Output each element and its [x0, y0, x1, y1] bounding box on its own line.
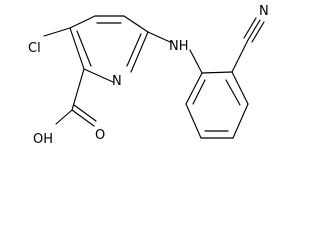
bond-b1-b2 — [201, 71, 233, 74]
structure-diagram: Cl N OH O NH — [28, 4, 269, 147]
bond-c2-c3 — [69, 27, 85, 70]
bond-b2-b3-double — [225, 79, 241, 106]
carboxylic-acid-group: OH O — [33, 68, 105, 147]
bond-b2-b3 — [231, 71, 249, 105]
amine-label: NH — [169, 39, 189, 54]
bond-c-oh — [55, 109, 73, 125]
bond-c-n-triple-2 — [243, 17, 257, 39]
bond-c5-c6 — [123, 15, 149, 33]
pyridine-ring — [69, 15, 149, 83]
bond-nh-phenyl — [189, 49, 203, 74]
bond-c2-c3-double — [76, 30, 92, 67]
bond-b6-b1-double — [192, 79, 206, 105]
bond-c6-n1-double — [126, 33, 142, 67]
bond-b2-cn — [231, 39, 249, 73]
nitrile-group: N — [231, 4, 269, 73]
bond-c2-ccooh — [71, 68, 85, 111]
bond-c6-n1 — [130, 31, 149, 73]
molecule-drawing: Cl N OH O NH — [28, 4, 269, 147]
bond-c-o — [71, 109, 95, 127]
bond-c4-c3 — [69, 15, 96, 29]
bond-c-n-triple-3 — [251, 21, 265, 43]
bond-c-n-triple-1 — [247, 19, 261, 41]
carbonyl-oxygen-label: O — [95, 128, 105, 143]
ring-nitrogen-label: N — [112, 74, 122, 89]
hydroxyl-label: OH — [33, 132, 53, 147]
benzene-ring — [185, 71, 249, 139]
bond-b6-b1 — [185, 72, 203, 105]
bond-c-o-double — [73, 104, 97, 122]
bond-c6-nh — [147, 31, 171, 43]
bond-n1-c2 — [83, 68, 114, 83]
chlorine-atom-label: Cl — [28, 41, 41, 56]
nitrile-nitrogen-label: N — [259, 4, 269, 19]
bond-b5-b6 — [185, 103, 202, 139]
bond-c3-cl — [43, 27, 71, 37]
bond-b3-b4 — [232, 103, 249, 139]
